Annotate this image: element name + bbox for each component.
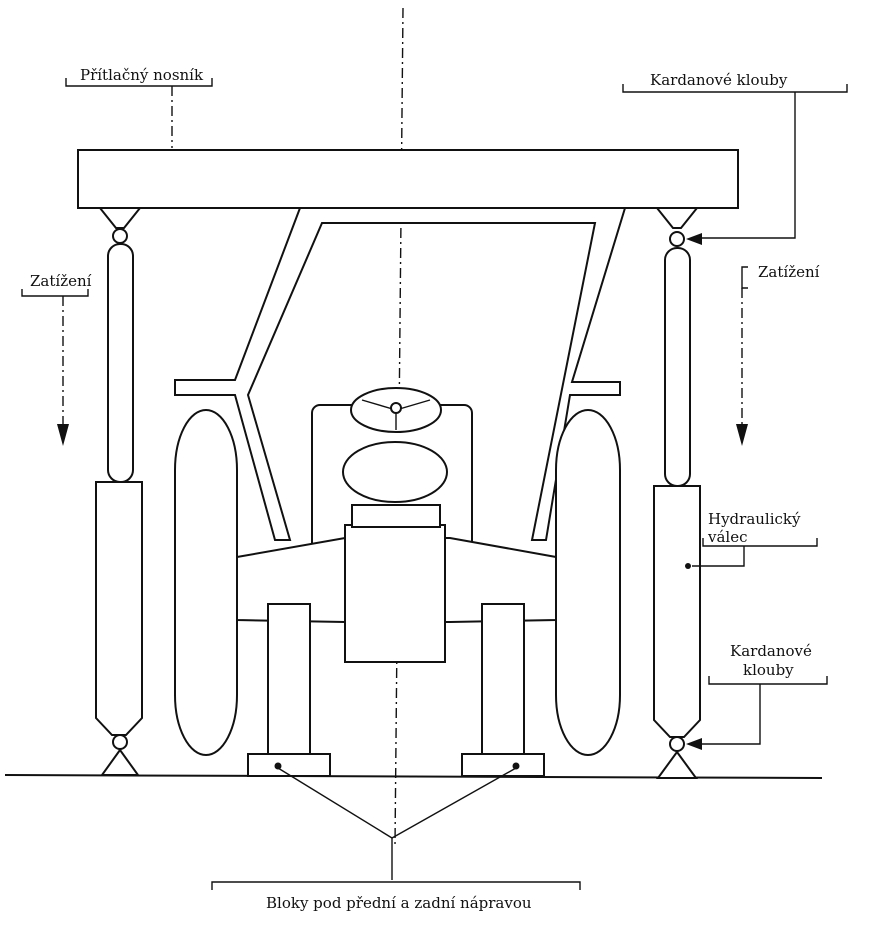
gimbal-top-label: Kardanové klouby <box>650 71 788 89</box>
left-block <box>247 753 331 777</box>
right-wheel <box>555 409 621 756</box>
differential-top <box>351 504 441 528</box>
load-left-label: Zatížení <box>30 272 92 290</box>
hydraulic-label-line1: Hydraulický <box>708 510 801 528</box>
load-right-label: Zatížení <box>758 263 820 281</box>
label-hydraulic-cylinder: Hydraulický válec <box>692 510 818 567</box>
pressure-beam <box>77 149 739 209</box>
differential <box>344 524 446 663</box>
label-blocks: Bloky pod přední a zadní nápravou <box>211 767 581 912</box>
label-load-right: Zatížení <box>736 263 820 446</box>
left-axle-post <box>267 603 311 755</box>
label-gimbal-bottom: Kardanové klouby <box>686 642 828 750</box>
pressure-beam-label: Přítlačný nosník <box>80 66 204 84</box>
left-wheel <box>174 409 238 756</box>
label-load-left: Zatížení <box>21 272 92 446</box>
gimbal-bottom-label-line2: klouby <box>743 661 794 679</box>
label-pressure-beam: Přítlačný nosník <box>65 66 213 148</box>
gimbal-bottom-label-line1: Kardanové <box>730 642 812 660</box>
tractor-frame <box>174 207 627 541</box>
hydraulic-label-line2: válec <box>707 528 748 546</box>
right-block <box>461 753 545 777</box>
steering-wheel-icon <box>350 387 442 433</box>
left-hydraulic-cylinder <box>95 207 143 776</box>
seat <box>342 441 448 503</box>
right-axle-post <box>481 603 525 755</box>
right-hydraulic-cylinder <box>653 207 701 779</box>
label-gimbal-top: Kardanové klouby <box>622 71 848 245</box>
blocks-label: Bloky pod přední a zadní nápravou <box>266 894 532 912</box>
